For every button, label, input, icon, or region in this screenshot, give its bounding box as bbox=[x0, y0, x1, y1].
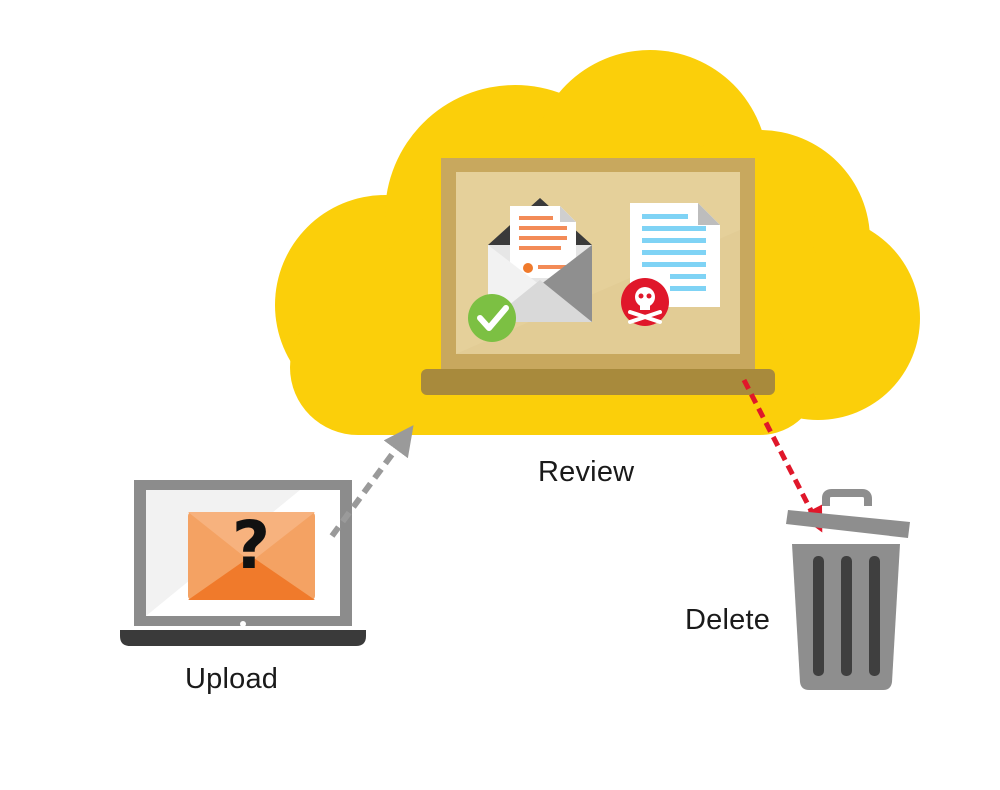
trash-can-icon bbox=[786, 489, 910, 690]
question-mark-icon: ? bbox=[232, 507, 270, 584]
upload-arrow bbox=[329, 425, 414, 538]
delete-label: Delete bbox=[685, 604, 771, 636]
skull-crossbones-icon bbox=[621, 278, 669, 326]
upload-label: Upload bbox=[185, 663, 279, 695]
review-label: Review bbox=[538, 456, 635, 488]
delete-arrow bbox=[741, 378, 823, 533]
unknown-envelope-icon: ? bbox=[188, 507, 315, 600]
cloud-laptop-icon bbox=[421, 158, 775, 395]
checkmark-icon bbox=[468, 294, 516, 342]
certificate-document-icon bbox=[510, 206, 576, 278]
